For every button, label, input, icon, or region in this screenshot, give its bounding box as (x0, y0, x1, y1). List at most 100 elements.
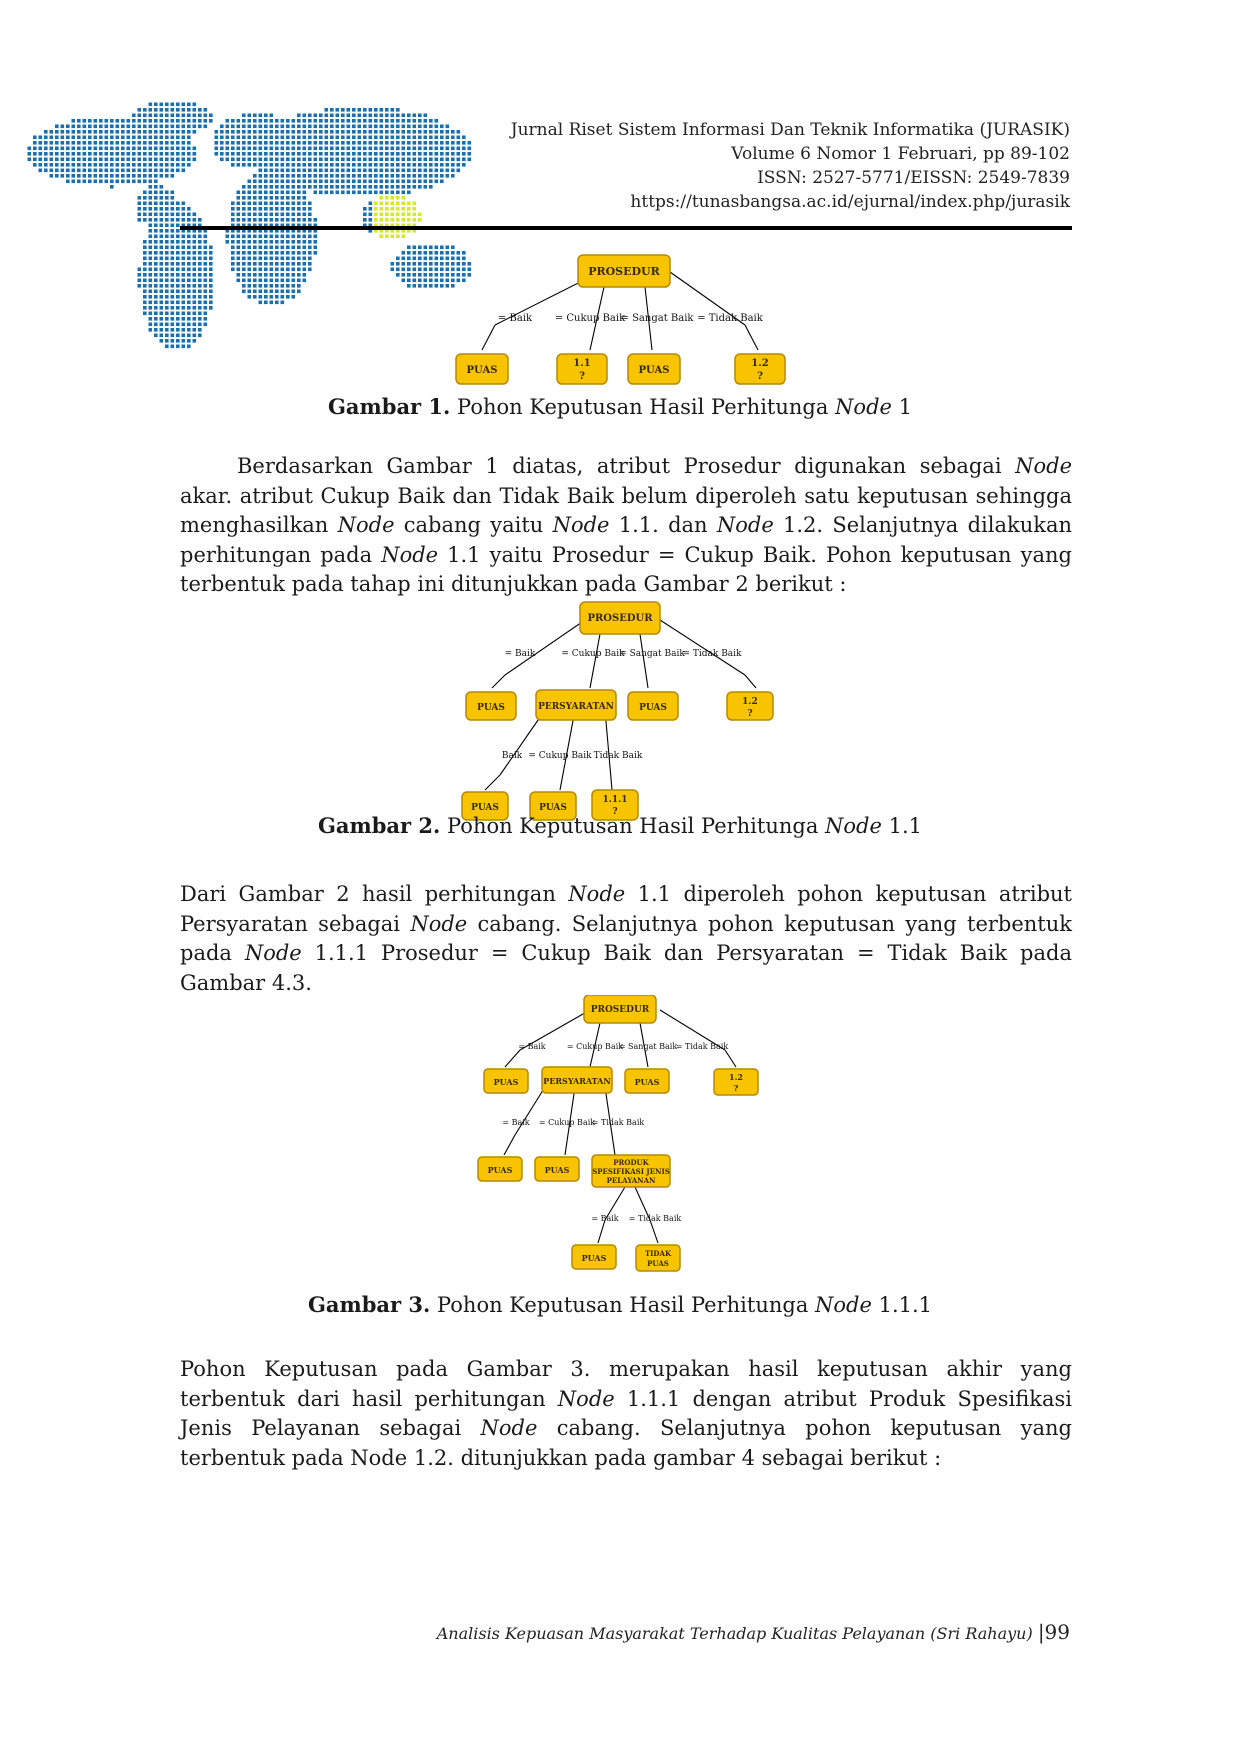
map-dot (242, 251, 246, 255)
map-dot (269, 273, 274, 277)
svg-text:PROSEDUR: PROSEDUR (587, 613, 653, 624)
map-dot (187, 256, 191, 261)
map-dot (451, 284, 455, 288)
map-dot (319, 141, 323, 145)
map-dot (385, 212, 389, 217)
map-dot (165, 119, 169, 123)
map-dot (192, 278, 197, 283)
edge-label-tidak-baik: = Tidak Baik (629, 1214, 682, 1223)
map-dot (192, 113, 197, 118)
map-dot (308, 256, 312, 261)
map-dot (247, 135, 252, 140)
map-dot (434, 179, 439, 184)
map-dot (297, 289, 301, 294)
map-dot (203, 113, 208, 118)
map-dot (302, 229, 307, 233)
map-dot (335, 108, 340, 112)
map-dot (407, 130, 411, 134)
map-dot (302, 124, 307, 129)
map-dot (374, 141, 378, 145)
map-dot (440, 163, 444, 167)
map-dot (412, 157, 417, 162)
map-dot (291, 157, 296, 162)
map-dot (242, 119, 246, 123)
map-dot (379, 130, 384, 134)
map-dot (324, 135, 329, 140)
map-dot (165, 317, 169, 321)
svg-text:?: ? (757, 371, 763, 382)
map-dot (77, 163, 81, 167)
svg-text:TIDAK: TIDAK (645, 1249, 672, 1258)
map-dot (187, 124, 191, 129)
map-dot (214, 130, 219, 134)
map-dot (137, 163, 142, 167)
map-dot (66, 163, 70, 167)
map-dot (132, 119, 136, 123)
map-dot (132, 179, 136, 184)
map-dot (170, 223, 175, 228)
map-dot (115, 124, 120, 129)
map-dot (407, 245, 411, 250)
map-dot (429, 130, 433, 134)
node-puas: PUAS (571, 1244, 617, 1270)
map-dot (297, 234, 301, 239)
map-dot (302, 163, 307, 167)
node-puas: PUAS (624, 1068, 670, 1094)
map-dot (159, 218, 164, 222)
map-dot (368, 223, 373, 228)
map-dot (291, 278, 296, 283)
node-puas: PUAS (534, 1156, 580, 1182)
map-dot (253, 157, 257, 162)
map-dot (418, 135, 422, 140)
map-dot (390, 157, 395, 162)
map-dot (280, 146, 285, 151)
map-dot (368, 152, 373, 156)
map-dot (291, 295, 296, 299)
map-dot (154, 157, 158, 162)
map-dot (264, 245, 268, 250)
map-dot (187, 223, 191, 228)
map-dot (104, 130, 109, 134)
map-dot (264, 119, 268, 123)
map-dot (269, 135, 274, 140)
map-dot (302, 256, 307, 261)
map-dot (159, 141, 164, 145)
map-dot (132, 146, 136, 151)
map-dot (93, 135, 98, 140)
map-dot (324, 146, 329, 151)
map-dot (181, 306, 186, 310)
map-dot (203, 289, 208, 294)
map-dot (385, 135, 389, 140)
svg-text:1.1: 1.1 (573, 358, 590, 369)
journal-url[interactable]: https://tunasbangsa.ac.id/ejurnal/index.… (630, 192, 1070, 212)
map-dot (456, 141, 461, 145)
map-dot (418, 124, 422, 129)
map-dot (407, 146, 411, 151)
map-dot (181, 124, 186, 129)
map-dot (346, 163, 351, 167)
map-dot (308, 234, 312, 239)
map-dot (170, 328, 175, 332)
node-tidak-puas: TIDAK PUAS (635, 1244, 681, 1272)
map-dot (412, 152, 417, 156)
map-dot (264, 201, 268, 206)
map-dot (275, 146, 279, 151)
node-puas: PUAS (455, 353, 509, 385)
map-dot (159, 328, 164, 332)
map-dot (253, 152, 257, 156)
map-dot (88, 157, 92, 162)
map-dot (143, 284, 147, 288)
edge-line (564, 1086, 576, 1156)
map-dot (264, 251, 268, 255)
map-dot (346, 185, 351, 189)
map-dot (357, 157, 362, 162)
map-dot (330, 152, 334, 156)
map-dot (82, 163, 87, 167)
map-dot (247, 223, 252, 228)
map-dot (187, 135, 191, 140)
svg-text:PUAS: PUAS (582, 1253, 607, 1263)
map-dot (192, 240, 197, 244)
map-dot (154, 240, 158, 244)
map-dot (236, 218, 241, 222)
map-dot (291, 146, 296, 151)
